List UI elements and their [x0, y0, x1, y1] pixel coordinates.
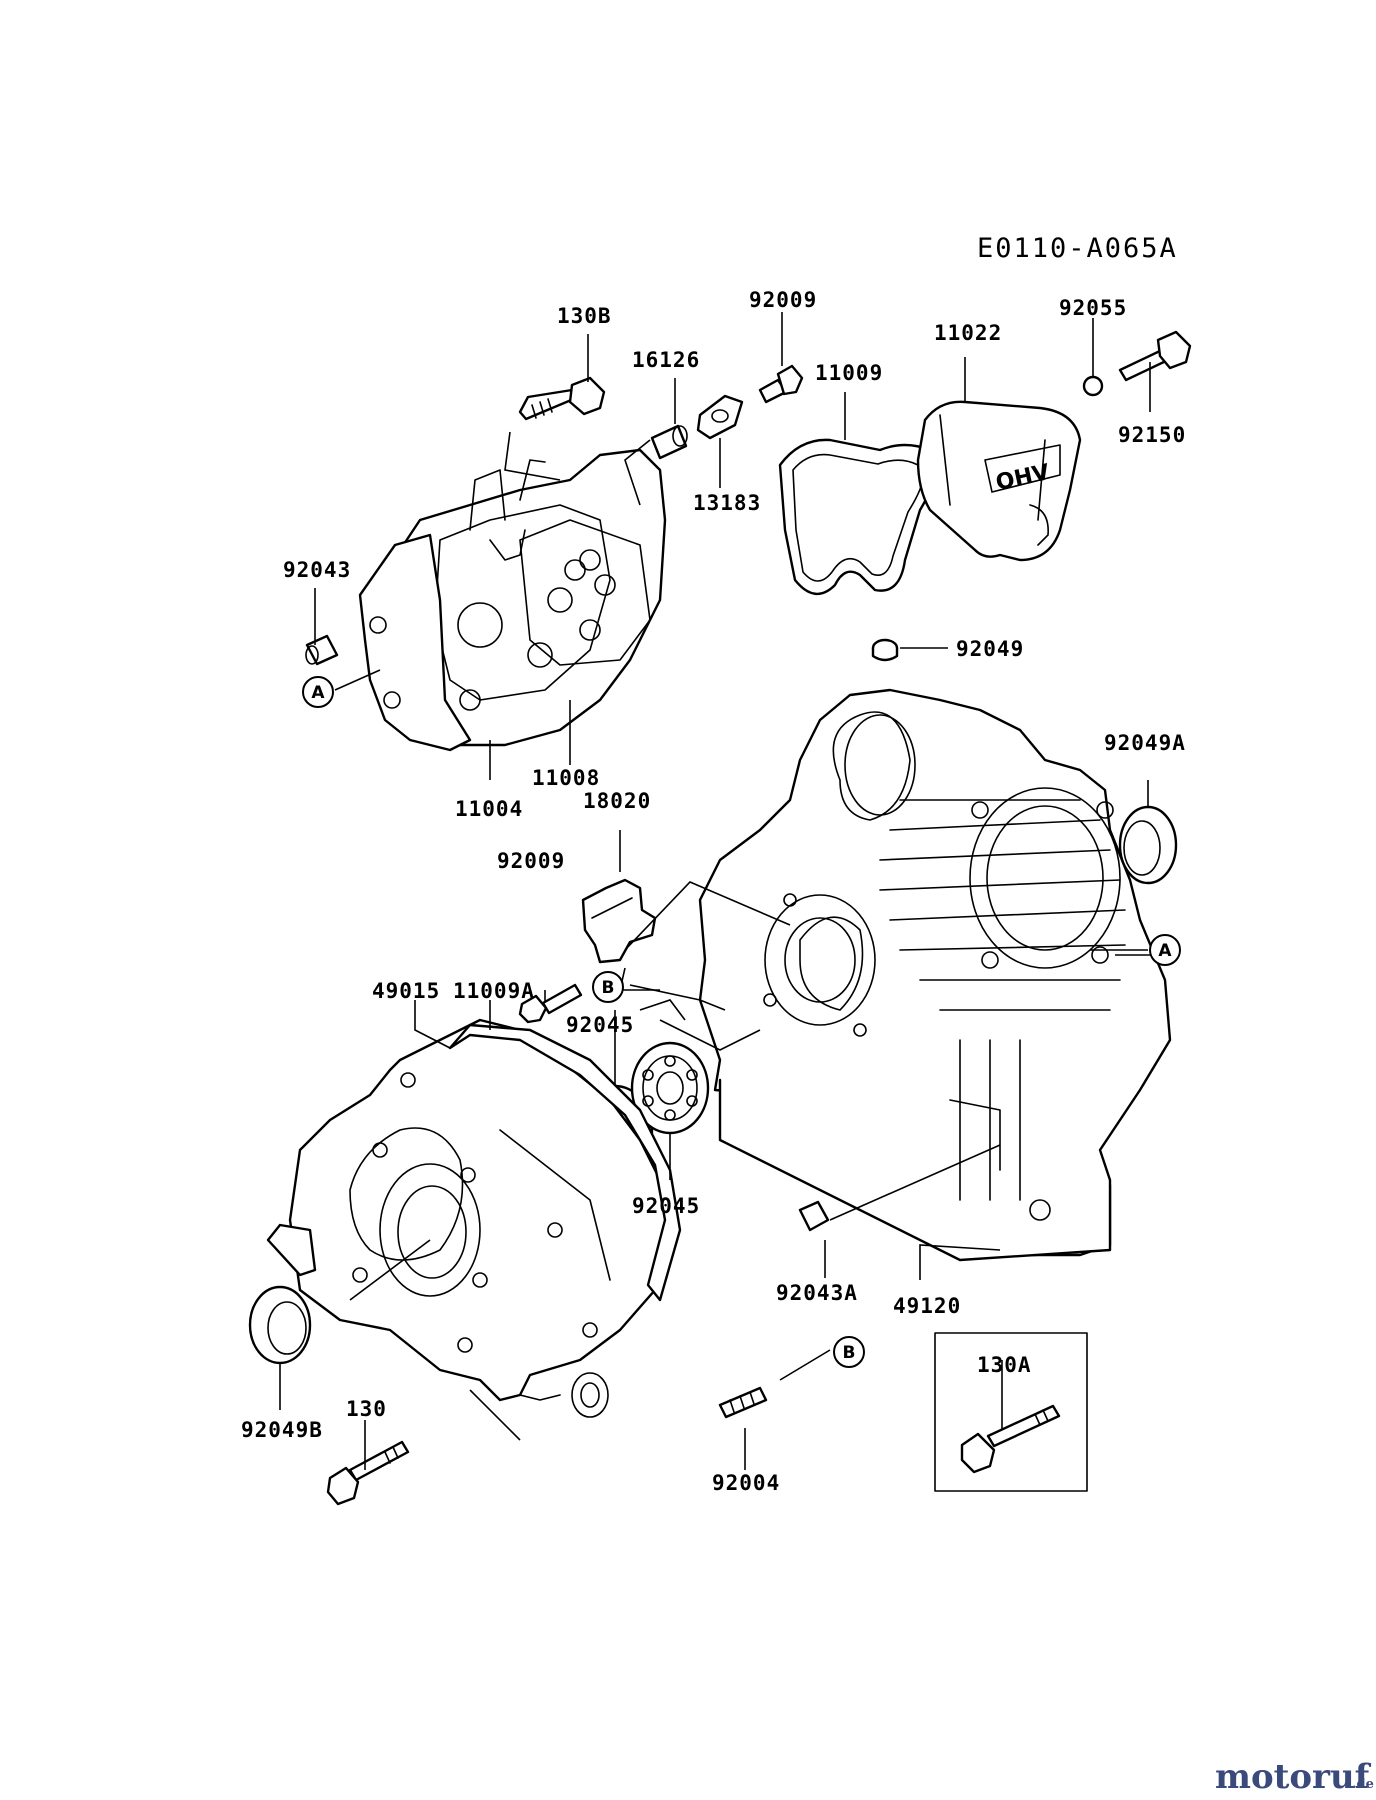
svg-text:B: B — [843, 1343, 856, 1363]
part-label-92009-lower: 92009 — [497, 849, 565, 873]
part-label-92045-a: 92045 — [566, 1013, 634, 1037]
svg-text:A: A — [311, 683, 325, 703]
part-label-92043A: 92043A — [776, 1281, 858, 1305]
oil-seal-92049B — [248, 1285, 312, 1365]
cap-92049 — [871, 638, 899, 662]
part-label-92043: 92043 — [283, 558, 351, 582]
crankcase-cover-gasket-11009A — [448, 1023, 682, 1302]
stud-bolt-92004 — [718, 1386, 768, 1419]
part-label-92150: 92150 — [1118, 423, 1186, 447]
svg-text:B: B — [602, 978, 615, 998]
part-label-92055: 92055 — [1059, 296, 1127, 320]
oil-seal-92049A — [1118, 805, 1178, 885]
ref-callout-b-lower: B — [833, 1336, 865, 1368]
bolt-92150 — [1118, 330, 1192, 382]
part-label-49015: 49015 — [372, 979, 440, 1003]
leader-lines — [279, 312, 1152, 1470]
crankcase-49120 — [698, 688, 1172, 1262]
cylinder-head-gasket-11004 — [358, 533, 472, 752]
part-label-130B: 130B — [557, 304, 612, 328]
part-label-11004: 11004 — [455, 797, 523, 821]
part-label-18020: 18020 — [583, 789, 651, 813]
dowel-pin-92043A — [798, 1200, 830, 1232]
part-label-92009-top: 92009 — [749, 288, 817, 312]
screw-92009-lower — [518, 983, 583, 1024]
part-label-92049B: 92049B — [241, 1418, 323, 1442]
svg-text:A: A — [1158, 941, 1172, 961]
part-label-11009A: 11009A — [453, 979, 535, 1003]
bolt-130B — [518, 376, 606, 421]
diagram-code: E0110-A065A — [977, 233, 1178, 264]
bolt-130 — [326, 1440, 410, 1506]
ref-callout-a-right: A — [1149, 934, 1181, 966]
part-label-11009: 11009 — [815, 361, 883, 385]
watermark-main: motoruf — [1215, 1757, 1372, 1797]
part-label-130A: 130A — [977, 1353, 1032, 1377]
part-label-92045-b: 92045 — [632, 1194, 700, 1218]
watermark-suffix: .de — [1352, 1777, 1374, 1792]
ref-callout-a-left: A — [302, 676, 334, 708]
gasket-13183 — [696, 394, 744, 440]
part-label-11008: 11008 — [532, 766, 600, 790]
rocker-cover-gasket-11009 — [778, 438, 940, 595]
o-ring-92055 — [1082, 375, 1104, 397]
bracket-18020 — [581, 878, 657, 964]
rocker-cover-11022: OHV — [916, 400, 1082, 562]
bolt-130A — [960, 1404, 1061, 1474]
part-label-49120: 49120 — [893, 1294, 961, 1318]
ref-callout-b-upper: B — [592, 971, 624, 1003]
screw-92009 — [758, 364, 804, 404]
cylinder-head-11008 — [378, 448, 667, 747]
part-label-16126: 16126 — [632, 348, 700, 372]
dowel-pin-92043 — [305, 634, 339, 666]
part-label-92049A: 92049A — [1104, 731, 1186, 755]
watermark-logo: motoruf .de — [1215, 1757, 1374, 1797]
detail-box-130A — [934, 1332, 1088, 1492]
part-label-11022: 11022 — [934, 321, 1002, 345]
part-label-92004: 92004 — [712, 1471, 780, 1495]
sleeve-16126 — [650, 424, 688, 460]
ball-bearing-92045-b — [630, 1041, 710, 1135]
part-label-13183: 13183 — [693, 491, 761, 515]
part-label-92049: 92049 — [956, 637, 1024, 661]
part-label-130: 130 — [346, 1397, 387, 1421]
